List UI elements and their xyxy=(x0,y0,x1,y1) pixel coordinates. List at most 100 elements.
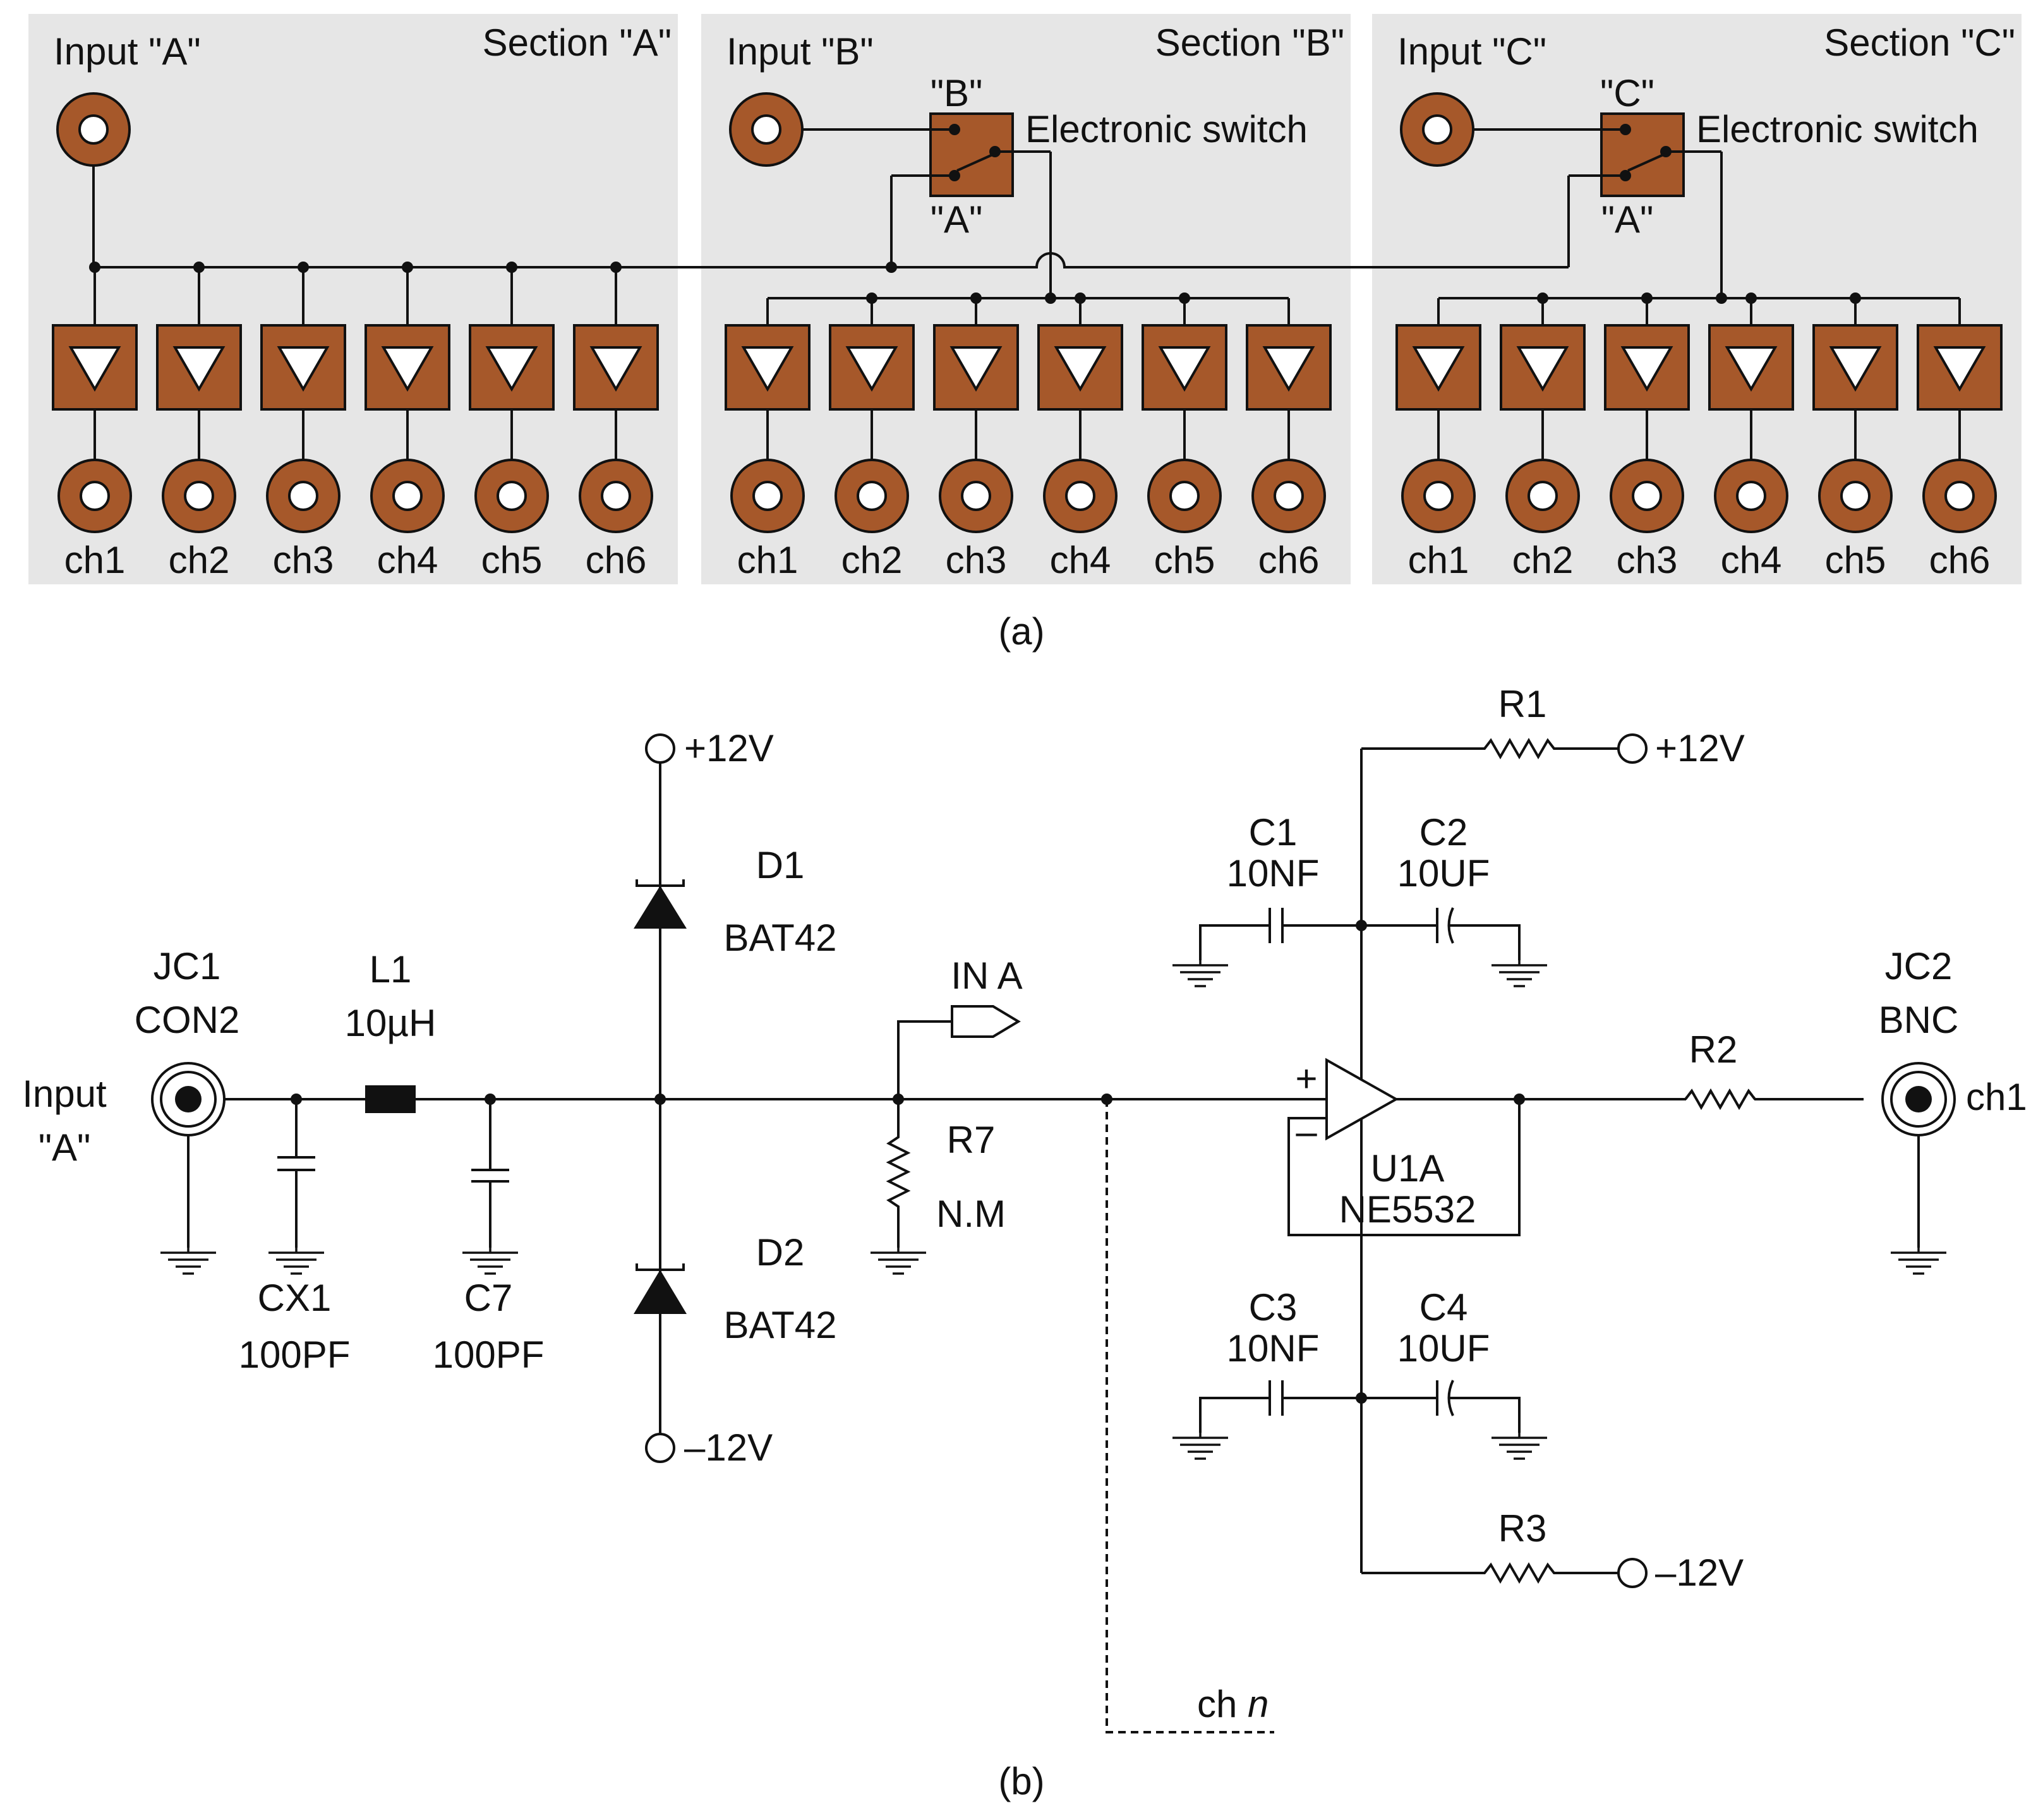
switch-label: Electronic switch xyxy=(1025,108,1308,150)
channel-label: ch1 xyxy=(64,539,126,581)
junction-dot xyxy=(1716,292,1727,304)
d2-value: BAT42 xyxy=(724,1304,837,1346)
r1-ref: R1 xyxy=(1498,683,1547,725)
junction-dot xyxy=(866,292,877,304)
buffer-amplifier xyxy=(725,324,811,411)
junction-dot xyxy=(1641,292,1653,304)
buffer-amplifier xyxy=(365,324,450,411)
electronic-switch xyxy=(1600,112,1685,197)
junction-dot xyxy=(1045,292,1056,304)
output-jack-ch2 xyxy=(162,459,236,533)
r2-ref: R2 xyxy=(1689,1028,1738,1071)
section-input-label: Input "A" xyxy=(54,30,201,73)
input-jack xyxy=(1400,92,1474,167)
r1-resistor xyxy=(1361,733,1648,764)
junction-dot xyxy=(1537,292,1548,304)
section-panel xyxy=(28,14,678,584)
channel-label: ch2 xyxy=(169,539,230,581)
jc2-connector xyxy=(1881,1062,1956,1275)
channel-label: ch6 xyxy=(1929,539,1991,581)
buffer-amplifier xyxy=(573,324,659,411)
r7-resistor xyxy=(869,1099,927,1275)
output-jack-ch4 xyxy=(370,459,445,533)
output-jack-ch4 xyxy=(1714,459,1788,533)
r3-ref: R3 xyxy=(1498,1507,1547,1550)
channel-label: ch4 xyxy=(1721,539,1782,581)
jc2-ref: JC2 xyxy=(1885,945,1953,987)
buffer-amplifier xyxy=(1604,324,1690,411)
u1a-ref: U1A xyxy=(1371,1147,1445,1190)
junction-dot xyxy=(970,292,982,304)
output-jack-ch3 xyxy=(1610,459,1684,533)
r3-supply: –12V xyxy=(1655,1552,1744,1594)
buffer-amplifier xyxy=(469,324,555,411)
section-input-label: Input "B" xyxy=(726,30,874,73)
c3-ref: C3 xyxy=(1249,1286,1298,1329)
buffer-amplifier xyxy=(1246,324,1332,411)
channel-label: ch5 xyxy=(1154,539,1215,581)
c3-value: 10NF xyxy=(1227,1327,1320,1370)
output-jack-ch6 xyxy=(1922,459,1997,533)
output-jack-ch1 xyxy=(57,459,132,533)
section-input-label: Input "C" xyxy=(1397,30,1546,73)
channel-label: ch2 xyxy=(1512,539,1574,581)
jc2-value: BNC xyxy=(1879,999,1959,1041)
u1a-plus: + xyxy=(1295,1058,1317,1100)
c2-ref: C2 xyxy=(1419,811,1468,853)
channel-label: ch6 xyxy=(1258,539,1320,581)
circuit-b: JC1 CON2 Input "A" CX1 100PF L1 10µH C7 xyxy=(22,683,2027,1733)
d1-diode xyxy=(634,733,687,1105)
r3-resistor xyxy=(1361,1558,1648,1588)
output-jack-ch5 xyxy=(1818,459,1893,533)
channel-label: ch3 xyxy=(1617,539,1678,581)
r7-value: N.M xyxy=(936,1193,1006,1235)
output-jack-ch1 xyxy=(730,459,805,533)
junction-dot xyxy=(1745,292,1757,304)
switch-bottom-label: "A" xyxy=(931,198,983,241)
r7-ref: R7 xyxy=(947,1119,996,1161)
c1-ref: C1 xyxy=(1249,811,1298,853)
channel-label: ch6 xyxy=(586,539,647,581)
u1a-value: NE5532 xyxy=(1339,1188,1476,1231)
jc1-value: CON2 xyxy=(135,999,240,1041)
c2-value: 10UF xyxy=(1397,852,1490,895)
input-a-label-2: "A" xyxy=(39,1126,91,1169)
c7-capacitor xyxy=(461,1094,519,1275)
channel-label: ch4 xyxy=(1050,539,1111,581)
u1a-opamp xyxy=(1287,749,1864,1573)
in-a-tap xyxy=(893,1005,1021,1105)
vneg-bottom-label: –12V xyxy=(684,1426,773,1469)
l1-inductor xyxy=(365,1085,416,1113)
channel-label: ch1 xyxy=(1408,539,1469,581)
channel-label: ch2 xyxy=(841,539,903,581)
ch-n-branch xyxy=(1101,1094,1274,1733)
output-jack-ch3 xyxy=(266,459,340,533)
l1-ref: L1 xyxy=(370,948,412,991)
channel-label: ch3 xyxy=(273,539,334,581)
in-a-label: IN A xyxy=(951,955,1022,997)
input-a-label-1: Input xyxy=(22,1073,107,1115)
input-jack xyxy=(729,92,804,167)
c1-value: 10NF xyxy=(1227,852,1320,895)
input-a-bus xyxy=(93,252,1569,268)
vpos-top-label: +12V xyxy=(684,727,774,769)
buffer-amplifier xyxy=(1917,324,2003,411)
section-title: Section "C" xyxy=(1824,21,2015,64)
output-jack-ch6 xyxy=(579,459,653,533)
channel-label: ch3 xyxy=(946,539,1007,581)
output-jack-ch6 xyxy=(1251,459,1326,533)
output-jack-ch1 xyxy=(1401,459,1476,533)
output-jack-ch3 xyxy=(939,459,1013,533)
buffer-amplifier xyxy=(1142,324,1227,411)
u1a-minus: – xyxy=(1296,1111,1317,1153)
buffer-amplifier xyxy=(1708,324,1794,411)
buffer-amplifier xyxy=(260,324,346,411)
junction-dot xyxy=(1075,292,1086,304)
d2-diode xyxy=(634,1099,687,1463)
cx1-ref: CX1 xyxy=(258,1277,332,1319)
output-jack-ch5 xyxy=(1147,459,1222,533)
